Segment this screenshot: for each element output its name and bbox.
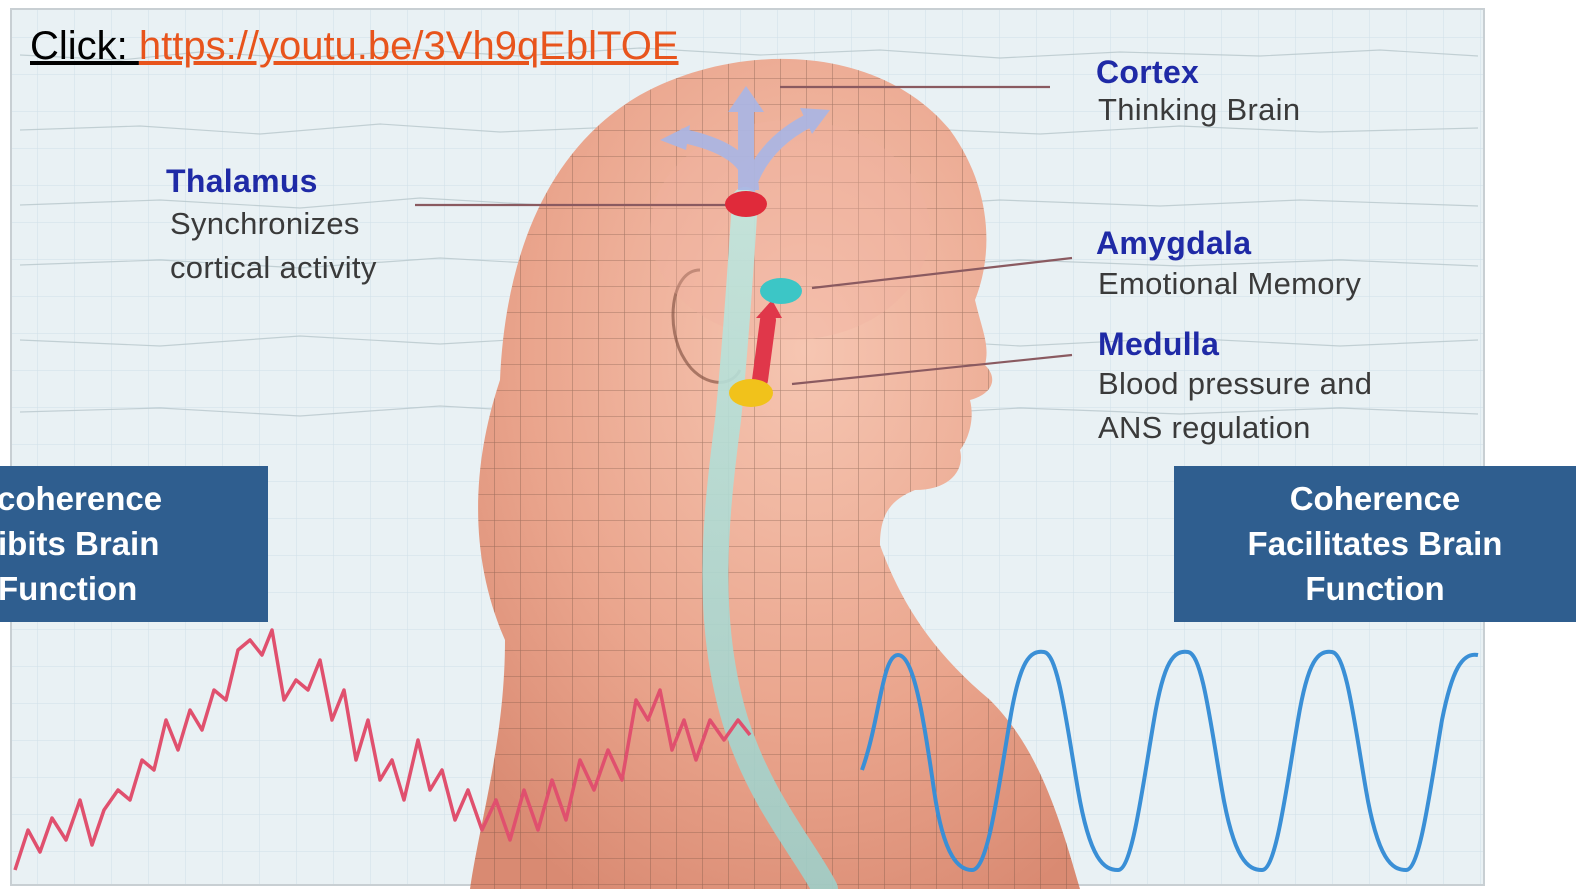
incoherence-box: coherence ibits Brain Function [0, 466, 268, 622]
youtube-url[interactable]: https://youtu.be/3Vh9qEblTOE [139, 24, 679, 68]
incoherence-box-line2: ibits Brain [0, 521, 268, 566]
medulla-title: Medulla [1098, 326, 1219, 363]
cortex-description: Thinking Brain [1098, 88, 1300, 132]
thalamus-description-line1: Synchronizes [170, 202, 360, 246]
incoherence-box-line1: coherence [0, 476, 268, 521]
video-link[interactable]: Click: https://youtu.be/3Vh9qEblTOE [30, 24, 679, 69]
amygdala-description: Emotional Memory [1098, 262, 1361, 306]
coherence-box-line3: Function [1174, 566, 1576, 611]
thalamus-title: Thalamus [166, 163, 318, 200]
amygdala-node [760, 278, 802, 304]
medulla-description-line1: Blood pressure and [1098, 362, 1372, 406]
medulla-description-line2: ANS regulation [1098, 406, 1311, 450]
coherence-box: Coherence Facilitates Brain Function [1174, 466, 1576, 622]
thalamus-node [725, 191, 767, 217]
incoherence-box-line3: Function [0, 566, 268, 611]
coherence-box-line2: Facilitates Brain [1174, 521, 1576, 566]
medulla-node [729, 379, 773, 407]
cortex-title: Cortex [1096, 54, 1199, 91]
coherence-box-line1: Coherence [1174, 476, 1576, 521]
link-prefix: Click: [30, 24, 139, 68]
amygdala-title: Amygdala [1096, 225, 1251, 262]
thalamus-description-line2: cortical activity [170, 246, 377, 290]
